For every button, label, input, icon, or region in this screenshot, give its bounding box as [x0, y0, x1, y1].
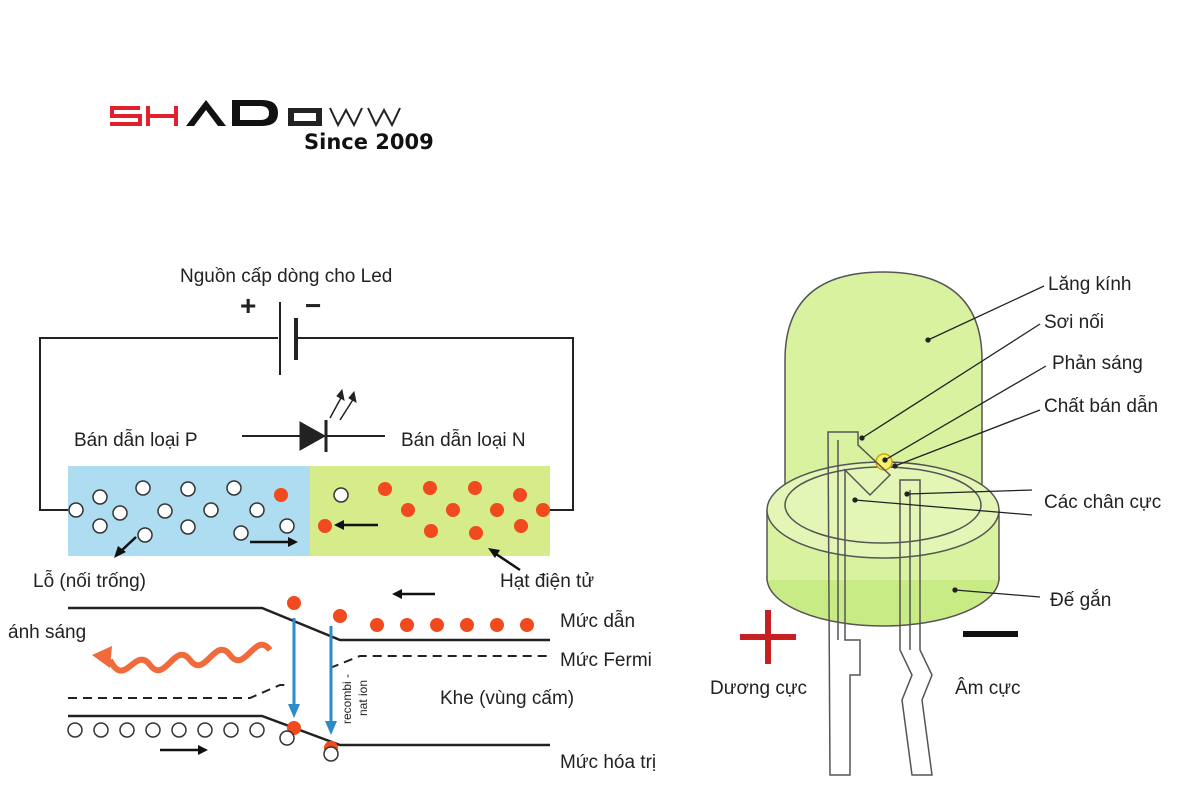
n-type-label: Bán dẫn loại N [401, 430, 526, 451]
gap-label: Khe (vùng cấm) [440, 688, 575, 709]
shadow-logo-letters [110, 106, 401, 128]
holes-label: Lỗ (nối trống) [33, 571, 147, 592]
semiconductor-label: Chất bán dẫn [1044, 396, 1159, 417]
pins-label: Các chân cực [1044, 492, 1162, 513]
led-body [766, 271, 1000, 627]
reflector-label: Phản sáng [1052, 353, 1143, 374]
plus-symbol [740, 610, 796, 664]
wire-label: Sơi nối [1044, 312, 1104, 333]
electrons [274, 481, 550, 540]
conduction-label: Mức dẫn [560, 611, 636, 632]
lens-label: Lăng kính [1048, 274, 1132, 295]
logo-since: Since 2009 [304, 130, 434, 154]
fermi-lines [68, 655, 550, 699]
band-arrows [160, 589, 435, 755]
p-type-label: Bán dẫn loại P [74, 430, 198, 451]
power-label: Nguồn cấp dòng cho Led [180, 266, 393, 287]
electrons-label: Hạt điện tử [500, 571, 595, 592]
led-callouts [852, 285, 1047, 598]
light-wave [92, 641, 273, 674]
n-region [310, 466, 550, 556]
anode-label: Dương cực [710, 678, 808, 699]
band-lines [68, 606, 550, 747]
circuit-wires [39, 337, 574, 511]
base-label: Đế gắn [1050, 590, 1112, 611]
valence-holes [67, 722, 339, 762]
cathode-label: Âm cực [955, 678, 1021, 699]
recombination-arrows [288, 618, 337, 735]
diode-symbol [242, 388, 385, 452]
recombi-label: recombi - [340, 673, 354, 724]
conduction-electrons [287, 596, 534, 755]
light-label: ánh sáng [8, 622, 87, 643]
led-leads [827, 431, 933, 776]
region-arrows [114, 520, 521, 572]
minus-sign: − [305, 290, 322, 321]
plus-sign: + [240, 290, 257, 321]
shadow-logo-ad [186, 100, 322, 126]
fermi-label: Mức Fermi [560, 650, 652, 671]
battery-symbol [279, 302, 298, 375]
valence-label: Mức hóa trị [560, 752, 657, 773]
nation-label: nat ion [356, 679, 370, 716]
holes [68, 480, 349, 543]
